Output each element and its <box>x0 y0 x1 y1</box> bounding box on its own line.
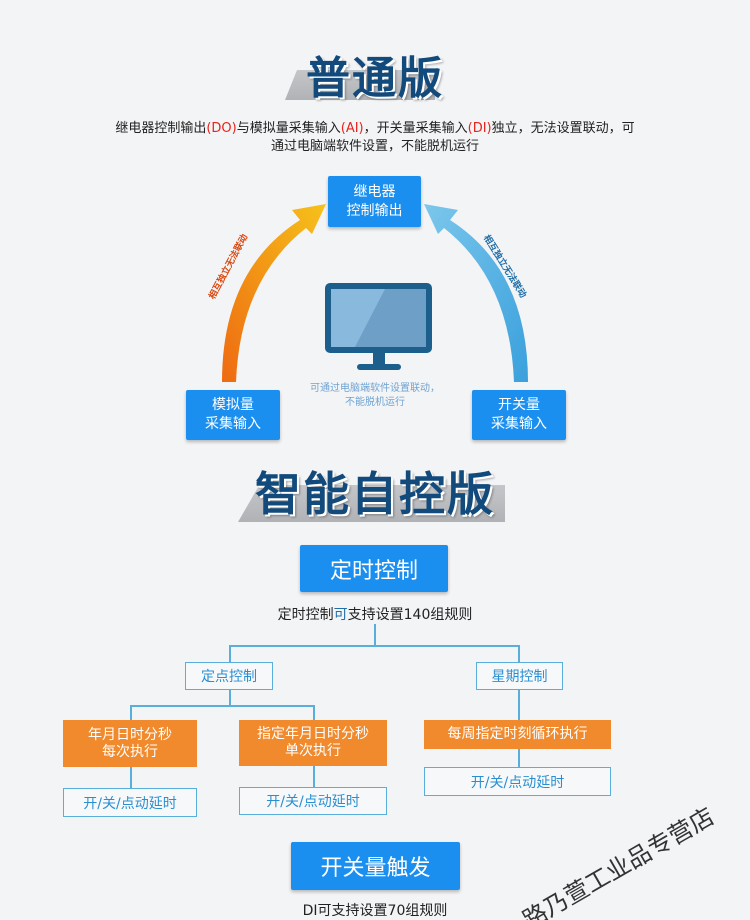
connector <box>130 705 132 720</box>
switch-caption: DI可支持设置70组规则 <box>302 903 448 919</box>
desc-text: ，开关量采集输入 <box>363 121 468 136</box>
arrows-diagram <box>222 204 528 382</box>
caption-text: 可 <box>333 607 348 623</box>
title-band <box>238 485 505 522</box>
timer-caption: 定时控制可支持设置140组规则 <box>0 604 750 624</box>
single-time-box: 指定年月日时分秒单次执行 <box>239 720 387 766</box>
analog-input-box: 模拟量采集输入 <box>186 390 280 440</box>
section-title-smart: 智能自控版 <box>255 467 495 521</box>
box-line: 控制输出 <box>346 202 403 219</box>
monitor-icon <box>325 283 432 370</box>
box-line: 继电器 <box>353 183 396 200</box>
action-box: 开/关/点动延时 <box>239 787 387 815</box>
left-arc-arrow <box>222 204 326 382</box>
do-label: (DO) <box>206 121 237 136</box>
caption-line: 可通过电脑端软件设置联动， <box>310 383 440 394</box>
connector <box>518 645 520 662</box>
weekly-control[interactable]: 星期控制 <box>476 662 563 690</box>
connector <box>313 766 315 787</box>
box-line: 采集输入 <box>205 416 261 432</box>
connector <box>229 645 231 662</box>
switch-trigger-button[interactable]: 开关量触发 <box>291 842 460 890</box>
desc-text: 独立，无法设置联动，可 <box>491 121 635 136</box>
standard-description: 继电器控制输出(DO)与模拟量采集输入(AI)，开关量采集输入(DI)独立，无法… <box>0 120 750 156</box>
connector <box>374 624 376 646</box>
box-line: 开关量 <box>498 397 540 413</box>
action-box: 开/关/点动延时 <box>63 788 197 817</box>
weekly-loop-box: 每周指定时刻循环执行 <box>424 720 611 749</box>
box-line: 单次执行 <box>285 743 341 759</box>
every-time-box: 年月日时分秒每次执行 <box>63 720 197 767</box>
fixed-point-control[interactable]: 定点控制 <box>185 662 273 690</box>
connector <box>313 705 315 720</box>
ai-label: (AI) <box>340 121 364 136</box>
connector <box>130 767 132 788</box>
box-line: 每次执行 <box>102 743 158 760</box>
connector <box>229 690 231 705</box>
connector <box>518 749 520 767</box>
connector <box>229 645 519 647</box>
di-label: (DI) <box>467 121 492 136</box>
box-line: 模拟量 <box>212 397 254 413</box>
box-line: 采集输入 <box>491 416 547 432</box>
caption-text: 支持设置140组规则 <box>347 607 473 623</box>
connector <box>130 705 314 707</box>
caption-text: 定时控制 <box>277 607 334 623</box>
right-arc-arrow <box>424 204 528 382</box>
digital-input-box: 开关量采集输入 <box>472 390 566 440</box>
action-box: 开/关/点动延时 <box>424 767 611 796</box>
title-band <box>285 70 435 100</box>
pc-caption: 可通过电脑端软件设置联动， 不能脱机运行 <box>0 382 750 410</box>
caption-line: 不能脱机运行 <box>345 397 405 408</box>
timer-control-button[interactable]: 定时控制 <box>300 545 448 592</box>
desc-text: 通过电脑端软件设置，不能脱机运行 <box>270 139 479 154</box>
relay-output-box: 继电器控制输出 <box>328 176 421 227</box>
section-title-standard: 普通版 <box>306 53 444 104</box>
connector <box>518 690 520 720</box>
box-line: 指定年月日时分秒 <box>257 726 369 742</box>
desc-text: 继电器控制输出 <box>115 121 207 136</box>
desc-text: 与模拟量采集输入 <box>236 121 341 136</box>
box-line: 年月日时分秒 <box>88 726 172 743</box>
